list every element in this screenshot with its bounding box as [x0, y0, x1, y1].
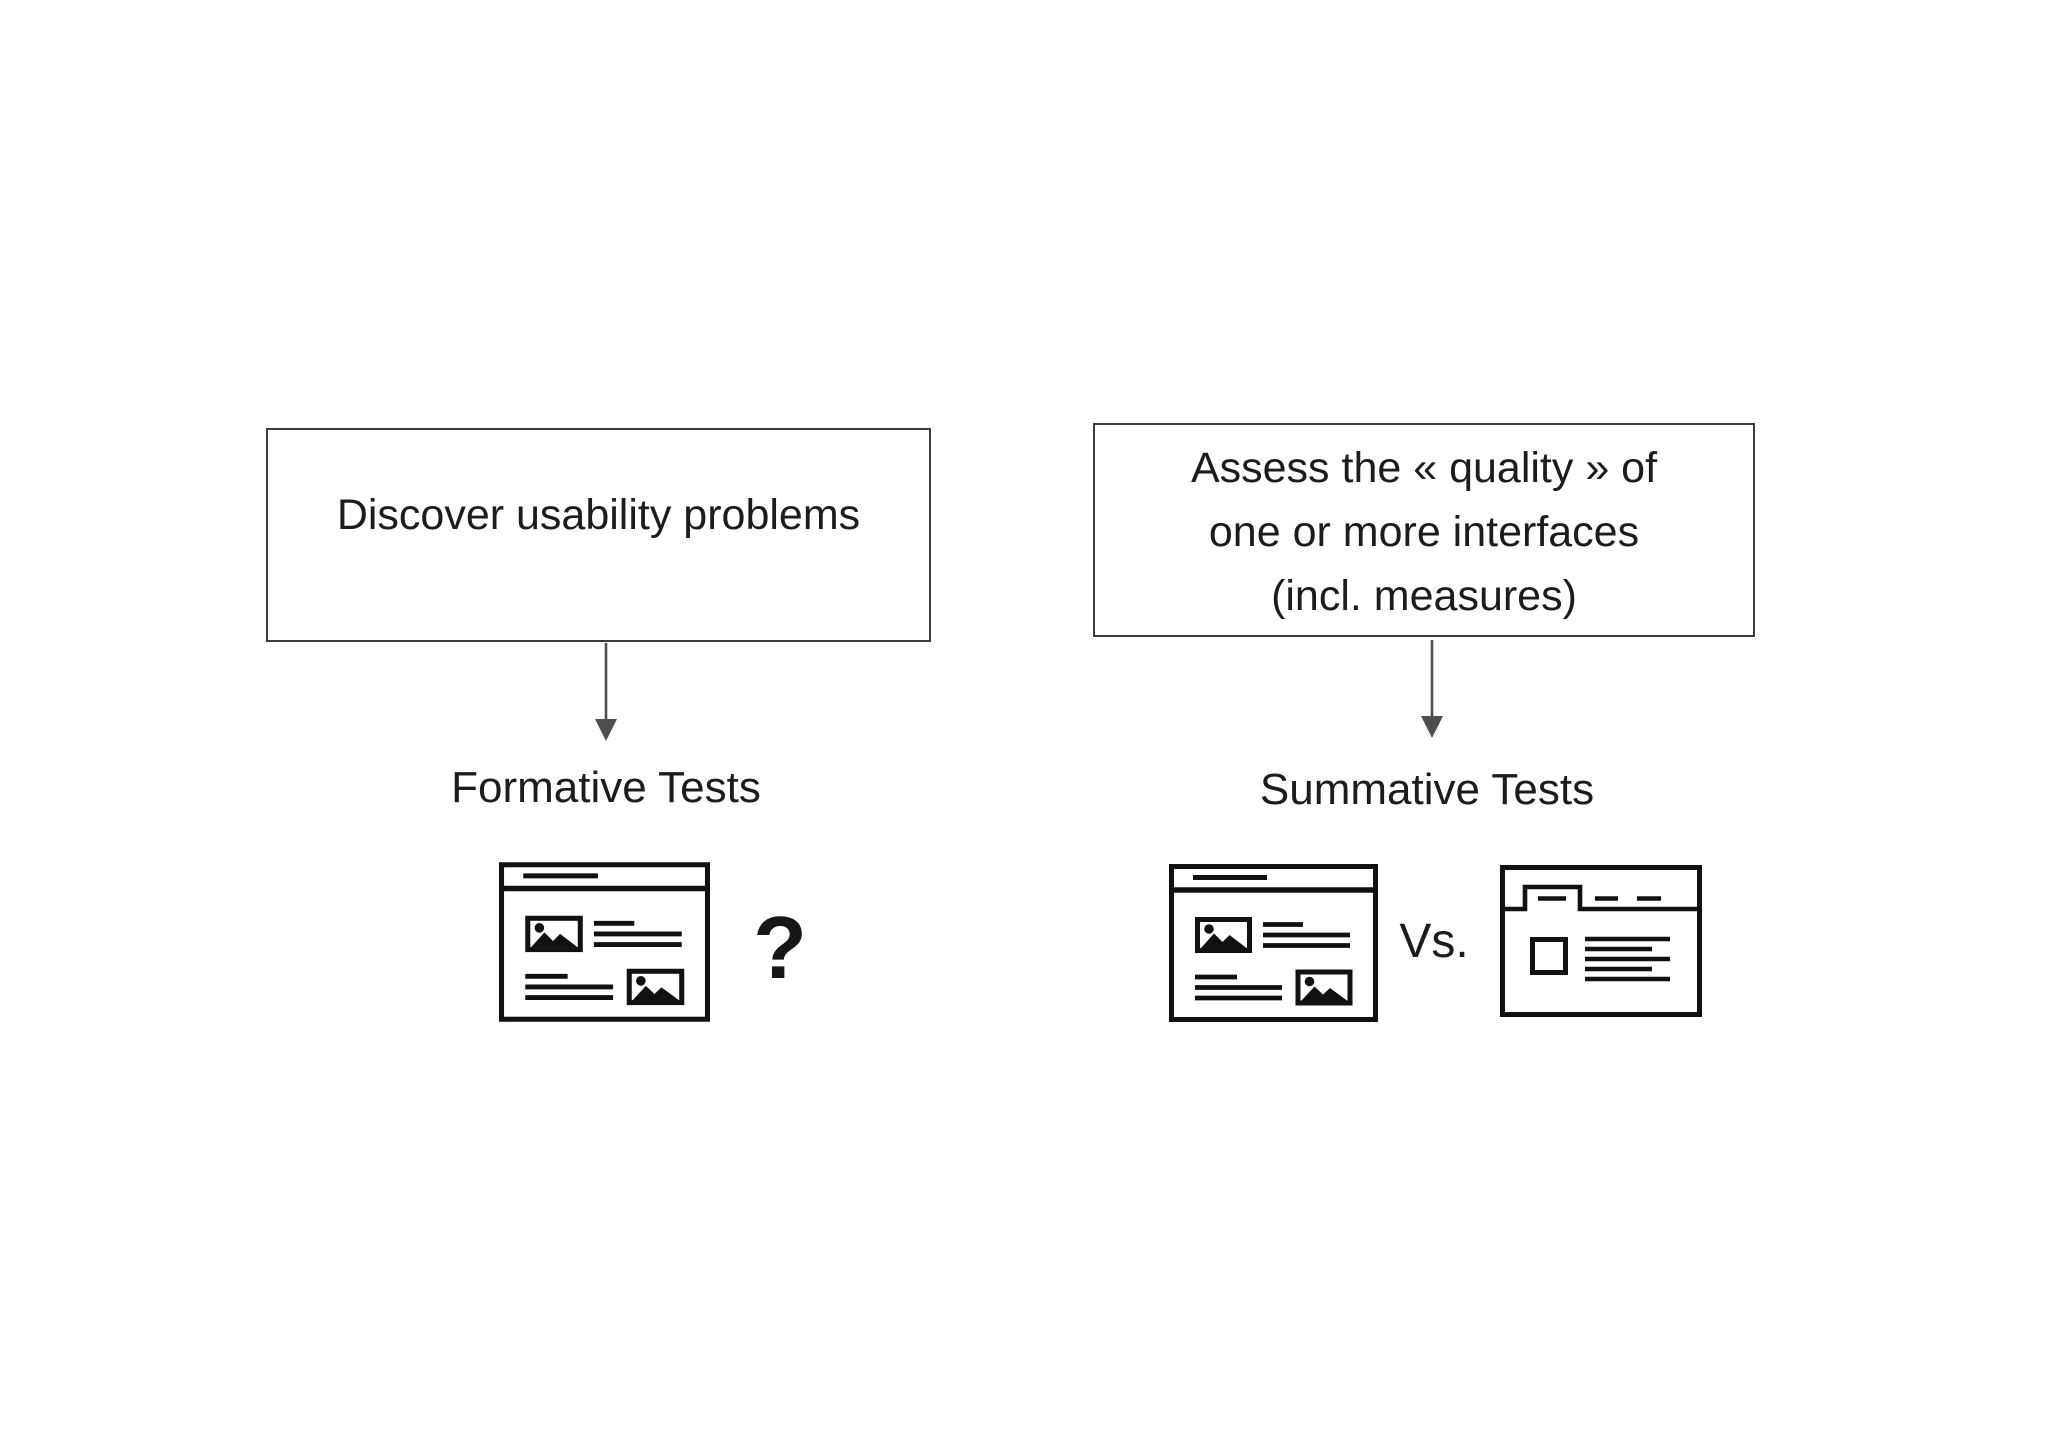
assess-quality-line-2: one or more interfaces [1208, 508, 1640, 556]
versus-text: Vs. [1399, 915, 1469, 968]
discover-usability-text: Discover usability problems [336, 491, 861, 539]
image-placeholder-icon [626, 968, 685, 1006]
webpage-wireframe-icon [499, 862, 710, 1022]
webpage-tab-wireframe-icon [1500, 865, 1702, 1017]
image-placeholder-icon [525, 915, 583, 953]
summative-tests-label: Summative Tests [1259, 765, 1595, 814]
assess-quality-line-1: Assess the « quality » of [1190, 444, 1658, 492]
webpage-wireframe-icon [1169, 864, 1378, 1022]
question-mark: ? [753, 898, 807, 997]
text-lines [525, 920, 682, 1000]
down-arrow-icon [595, 643, 617, 741]
discover-usability-box: Discover usability problems [266, 428, 931, 642]
tab-divider [1503, 884, 1699, 912]
square-placeholder [1530, 937, 1568, 975]
image-placeholder-icon [1195, 917, 1252, 953]
assess-quality-box: Assess the « quality » of one or more in… [1093, 423, 1755, 637]
down-arrow-icon [1421, 640, 1443, 738]
text-lines [1585, 936, 1670, 982]
image-placeholder-icon [1295, 969, 1353, 1006]
text-lines [1195, 922, 1350, 1001]
assess-quality-line-3: (incl. measures) [1271, 572, 1577, 620]
formative-tests-label: Formative Tests [451, 763, 761, 812]
